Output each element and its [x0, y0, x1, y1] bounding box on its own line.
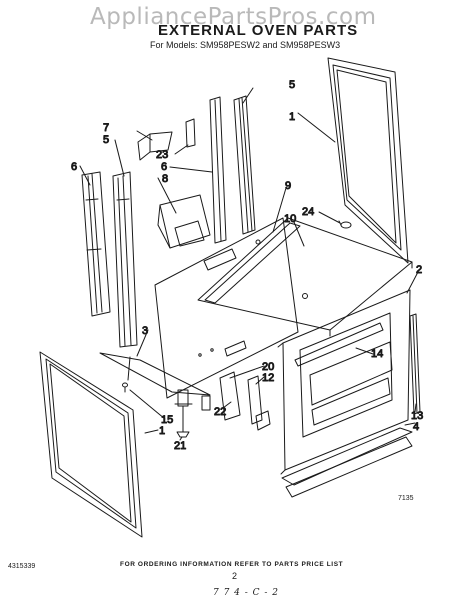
- callout-23: 23: [156, 149, 168, 161]
- part-side-strip: [409, 313, 421, 415]
- ordering-note: FOR ORDERING INFORMATION REFER TO PARTS …: [120, 561, 344, 568]
- handwritten-code: 7 7 4 - C - 2: [213, 588, 280, 598]
- callout-2: 2: [416, 264, 422, 276]
- part-back-panel: [154, 217, 299, 399]
- callout-5-right: 5: [289, 79, 295, 91]
- callout-1-bottom: 1: [159, 425, 165, 437]
- page-number: 2: [232, 571, 238, 581]
- part-top-panel: [197, 217, 413, 337]
- document-number: 4315339: [8, 563, 36, 570]
- part-control-strip: [294, 322, 384, 367]
- callout-14: 14: [371, 348, 383, 360]
- part-vent-housing: [157, 194, 211, 249]
- callout-7: 7: [103, 122, 109, 134]
- callout-9: 9: [285, 180, 291, 192]
- callout-5-left: 5: [103, 134, 109, 146]
- callout-6-left: 6: [71, 161, 77, 173]
- part-right-channel: [233, 95, 256, 235]
- part-side-panel-left: [39, 351, 143, 538]
- part-front-frame: [277, 289, 411, 475]
- callout-13: 13: [411, 410, 423, 422]
- part-left-channel: [81, 171, 111, 317]
- callout-3: 3: [142, 325, 148, 337]
- callout-6-right: 6: [161, 161, 167, 173]
- callout-10: 10: [284, 213, 296, 225]
- callout-20: 20: [262, 361, 274, 373]
- watermark: AppliancePartsPros.com: [90, 4, 377, 30]
- part-clip: [185, 118, 196, 148]
- callout-leaders: [79, 87, 419, 441]
- part-small-bracket: [137, 131, 173, 161]
- callout-22: 22: [214, 406, 226, 418]
- callout-4: 4: [413, 421, 419, 433]
- callout-24: 24: [302, 206, 314, 218]
- callout-1-top: 1: [289, 111, 295, 123]
- page-title: EXTERNAL OVEN PARTS: [158, 22, 359, 39]
- callout-12: 12: [262, 372, 274, 384]
- part-right-center-strip: [209, 96, 227, 244]
- model-list: For Models: SM958PESW2 and SM958PESW3: [150, 40, 341, 50]
- callout-21: 21: [174, 440, 186, 452]
- part-side-panel-right: [327, 57, 409, 264]
- figure-code: 7135: [398, 495, 414, 502]
- part-plug: [338, 220, 352, 229]
- part-left-center-channel: [112, 171, 138, 348]
- part-leveling-foot: [122, 382, 211, 438]
- part-base-support: [99, 352, 211, 396]
- callout-8: 8: [162, 173, 168, 185]
- part-mounting-bracket: [219, 371, 271, 431]
- part-kick-plate: [281, 427, 413, 498]
- callout-15: 15: [161, 414, 173, 426]
